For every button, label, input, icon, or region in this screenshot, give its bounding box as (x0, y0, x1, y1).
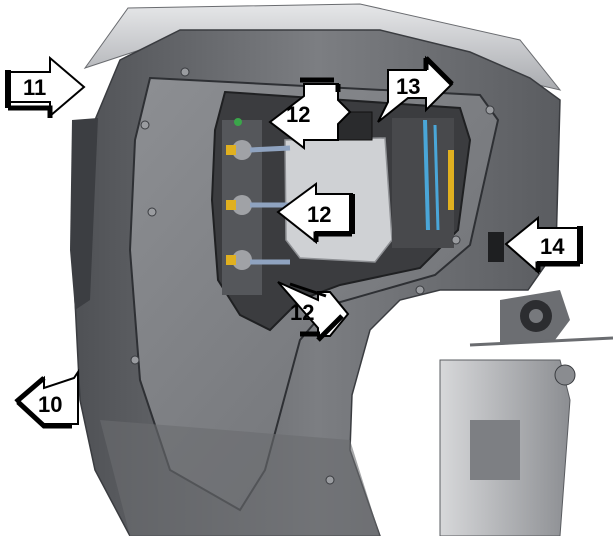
callout-12-bottom-label: 12 (290, 300, 314, 325)
callout-12-top: 12 (268, 77, 352, 151)
injector-column (222, 118, 291, 295)
callout-10-label: 10 (38, 392, 62, 417)
callout-12-bottom: 12 (277, 281, 350, 342)
callout-11: 11 (5, 55, 86, 119)
callout-13-label: 13 (396, 74, 420, 99)
lower-cowl (100, 420, 380, 536)
callout-12-middle-label: 12 (307, 202, 331, 227)
callout-13: 13 (377, 55, 454, 123)
connector-14 (488, 232, 504, 262)
callout-11-label: 11 (23, 75, 46, 100)
callout-10: 10 (14, 368, 79, 429)
mounting-bracket (439, 290, 613, 536)
callout-12-middle: 12 (276, 182, 355, 245)
callout-12-top-label: 12 (286, 102, 310, 127)
side-panel-left (70, 118, 98, 310)
fasteners (130, 67, 495, 485)
callout-14-label: 14 (540, 234, 565, 259)
callout-14: 14 (504, 215, 583, 275)
